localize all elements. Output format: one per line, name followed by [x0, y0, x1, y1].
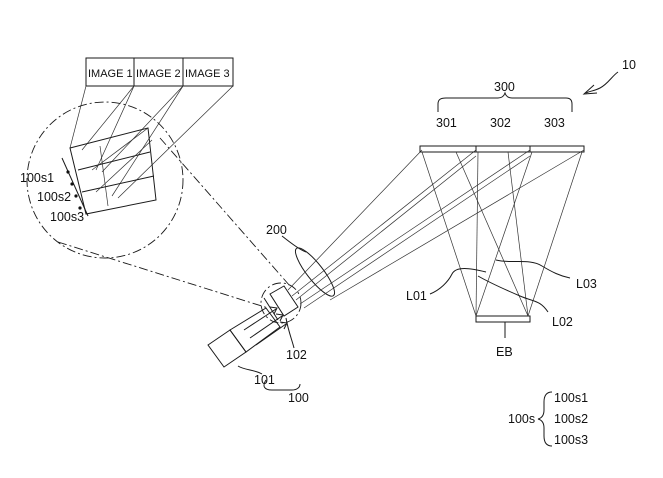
- label-302: 302: [490, 116, 511, 130]
- zoomed-panel: [61, 127, 157, 217]
- label-l01: L01: [406, 289, 427, 303]
- label-303: 303: [544, 116, 565, 130]
- label-101: 101: [254, 373, 275, 387]
- svg-text:IMAGE 2: IMAGE 2: [136, 68, 181, 80]
- brace-100: [263, 379, 301, 391]
- display-element-102: [269, 285, 299, 317]
- label-l02: L02: [552, 315, 573, 329]
- leader-l03: [495, 259, 571, 279]
- label-l03: L03: [576, 277, 597, 291]
- leader-l02: [477, 275, 549, 313]
- legend-item-100s1: 100s1: [554, 391, 588, 405]
- svg-text:IMAGE 1: IMAGE 1: [88, 68, 133, 80]
- image-box-3: IMAGE 3: [182, 57, 234, 87]
- brace-300: [437, 91, 573, 112]
- leader-102: [285, 317, 295, 349]
- legend-item-100s2: 100s2: [554, 412, 588, 426]
- image-box-2: IMAGE 2: [133, 57, 184, 87]
- screen-300: [419, 145, 585, 153]
- eye-box: [475, 315, 531, 323]
- beam-arrows: [243, 306, 288, 346]
- legend-group-label: 100s: [508, 412, 535, 426]
- reflected-rays: [421, 151, 583, 317]
- lens-200: [294, 247, 336, 297]
- svg-text:IMAGE 3: IMAGE 3: [185, 68, 230, 80]
- reference-arrow: [585, 71, 619, 94]
- reference-arrow-head: [582, 84, 598, 95]
- label-200: 200: [266, 223, 287, 237]
- image-box-1: IMAGE 1: [85, 57, 135, 87]
- label-102: 102: [286, 348, 307, 362]
- zoom-circle: [26, 101, 184, 259]
- label-301: 301: [436, 116, 457, 130]
- legend-item-100s3: 100s3: [554, 433, 588, 447]
- label-100s2: 100s2: [37, 190, 71, 204]
- light-source-101: [207, 329, 247, 368]
- legend-brace: [537, 391, 553, 447]
- source-beam: [229, 307, 281, 353]
- zoom-projection-upper: [159, 137, 291, 287]
- leader-101: [237, 365, 263, 375]
- display-element-face: [263, 297, 279, 321]
- label-eb: EB: [496, 345, 513, 359]
- label-100s1: 100s1: [20, 171, 54, 185]
- zoom-projection-lower: [57, 241, 269, 309]
- label-100s3: 100s3: [50, 210, 84, 224]
- leader-l01: [429, 268, 487, 295]
- label-100: 100: [288, 391, 309, 405]
- leader-200: [281, 235, 307, 253]
- label-300: 300: [494, 80, 515, 94]
- projection-rays: [287, 149, 585, 309]
- label-10: 10: [622, 58, 636, 72]
